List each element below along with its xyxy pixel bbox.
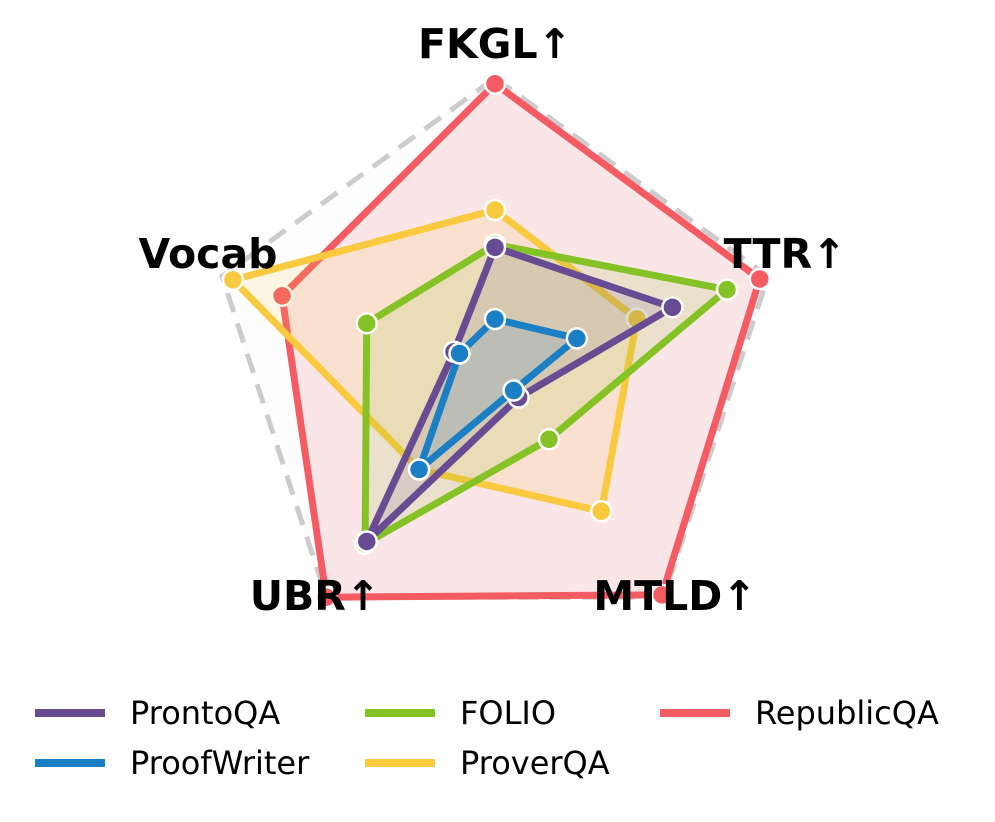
point-folio-vocab [355, 312, 378, 335]
legend-label-proofwriter: ProofWriter [130, 744, 310, 782]
axis-label-vocab: Vocab [139, 230, 278, 278]
legend: ProntoQA ProofWriter FOLIO ProverQA Repu… [35, 694, 939, 782]
point-republicqa-vocab [270, 284, 294, 308]
point-proverqa-vocab [221, 268, 245, 292]
axis-label-mtld: MTLD↑ [593, 572, 756, 620]
point-proofwriter-ubr [407, 458, 431, 481]
point-proverqa-mtld [590, 500, 613, 523]
point-republicqa-ttr [748, 267, 772, 291]
legend-item-prontoqa: ProntoQA [35, 694, 280, 732]
axis-label-ttr: TTR↑ [724, 230, 847, 278]
point-folio-ttr [715, 278, 739, 301]
point-prontoqa-ttr [661, 296, 684, 319]
legend-label-republicqa: RepublicQA [755, 694, 939, 732]
series-proverqa [221, 198, 649, 523]
point-proofwriter-fkgl [483, 307, 507, 331]
legend-item-proofwriter: ProofWriter [35, 744, 310, 782]
legend-label-proverqa: ProverQA [460, 744, 610, 782]
axis-labels: FKGL↑ TTR↑ MTLD↑ UBR↑ Vocab [139, 20, 847, 620]
series-layer [221, 72, 772, 609]
point-republicqa-ubr [315, 585, 338, 609]
legend-label-folio: FOLIO [460, 694, 556, 732]
axis-label-fkgl: FKGL↑ [418, 20, 572, 68]
legend-item-republicqa: RepublicQA [660, 694, 939, 732]
legend-item-proverqa: ProverQA [365, 744, 610, 782]
point-proofwriter-ttr [565, 327, 589, 350]
point-proofwriter-mtld [502, 379, 525, 402]
axis-label-ubr: UBR↑ [250, 572, 380, 620]
point-proverqa-fkgl [483, 198, 507, 222]
point-republicqa-fkgl [483, 72, 507, 95]
series-proofwriter [407, 307, 589, 481]
point-folio-mtld [537, 428, 561, 451]
legend-label-prontoqa: ProntoQA [130, 694, 280, 732]
point-prontoqa-ubr [355, 530, 379, 553]
point-prontoqa-fkgl [483, 236, 507, 259]
legend-item-folio: FOLIO [365, 694, 556, 732]
point-proofwriter-vocab [448, 342, 471, 365]
point-republicqa-mtld [650, 583, 674, 607]
series-line-folio [361, 240, 731, 548]
series-line-proverqa [229, 206, 641, 515]
